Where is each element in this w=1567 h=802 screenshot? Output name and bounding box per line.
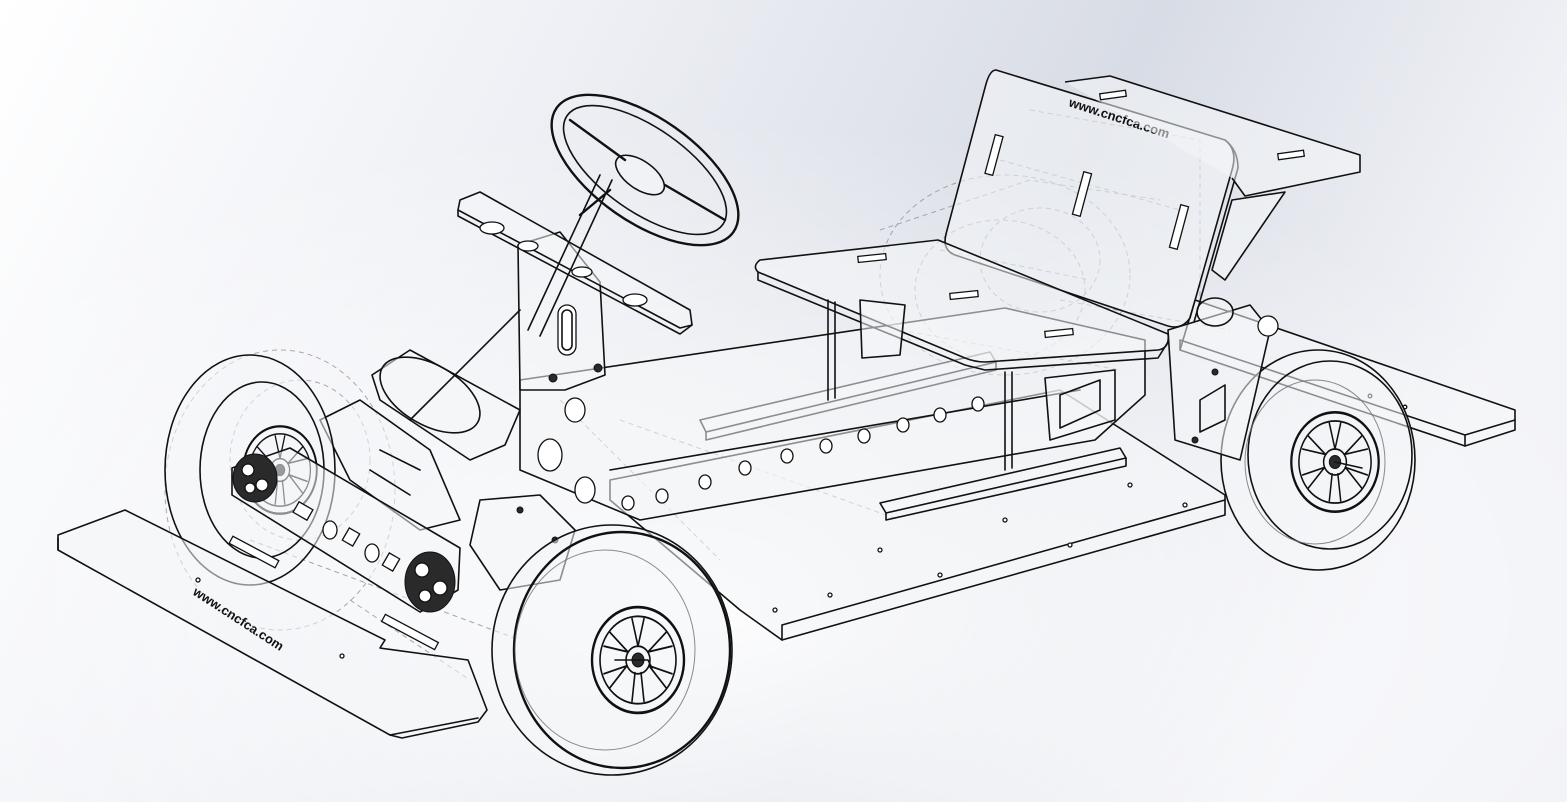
rear-top-plate [1064, 75, 1361, 281]
front-right-wheel [491, 524, 733, 776]
rear-right-wheel [1220, 349, 1416, 571]
front-axle-beam [231, 447, 461, 613]
seat-base [754, 239, 1170, 471]
rear-axle-bracket [1167, 297, 1279, 461]
front-footboard: www.cncfca.com [57, 509, 488, 739]
steering-wheel [527, 93, 740, 337]
